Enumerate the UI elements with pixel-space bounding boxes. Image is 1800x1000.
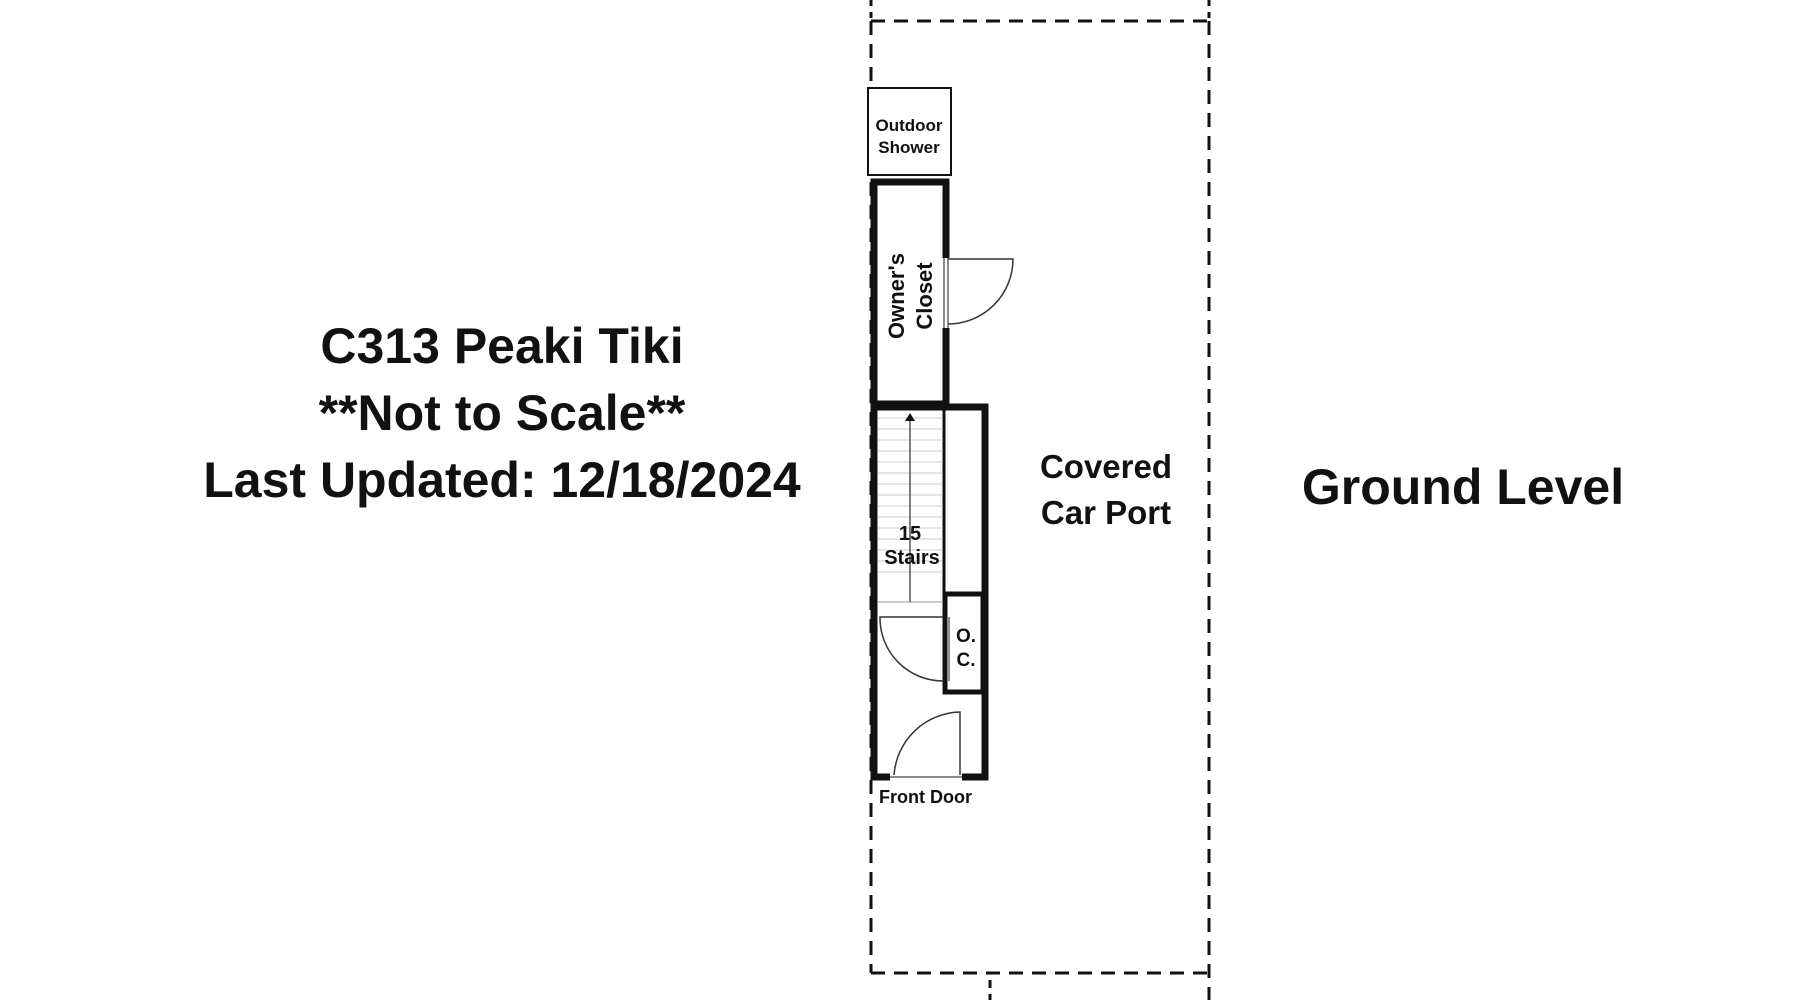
stairs-label-2: Stairs (884, 547, 940, 569)
owners-closet-label-1: Owner's (884, 253, 909, 339)
owners-closet-label-2: Closet (912, 262, 937, 330)
title-line-2: **Not to Scale** (319, 385, 686, 441)
title-line-1: C313 Peaki Tiki (320, 318, 683, 374)
arrow-up-icon (905, 413, 915, 421)
closet-door-swing (947, 258, 1014, 325)
front-door-swing (893, 711, 961, 776)
plan-title: C313 Peaki Tiki **Not to Scale** Last Up… (203, 318, 801, 508)
hall-door-swing (879, 616, 944, 682)
carport-label-2: Car Port (1041, 494, 1171, 531)
outdoor-shower-room (867, 87, 952, 176)
oc-label-1: O. (956, 626, 976, 647)
carport-label-1: Covered (1040, 448, 1172, 485)
front-door-label: Front Door (879, 787, 972, 807)
outdoor-shower-label-2: Shower (878, 138, 940, 157)
outdoor-shower-label-1: Outdoor (875, 116, 942, 135)
level-label: Ground Level (1302, 459, 1624, 515)
stair-section (870, 403, 989, 781)
stairs-label-1: 15 (899, 523, 921, 545)
oc-label-2: C. (957, 650, 976, 671)
carport-boundary (869, 0, 1211, 1000)
title-line-3: Last Updated: 12/18/2024 (203, 452, 801, 508)
